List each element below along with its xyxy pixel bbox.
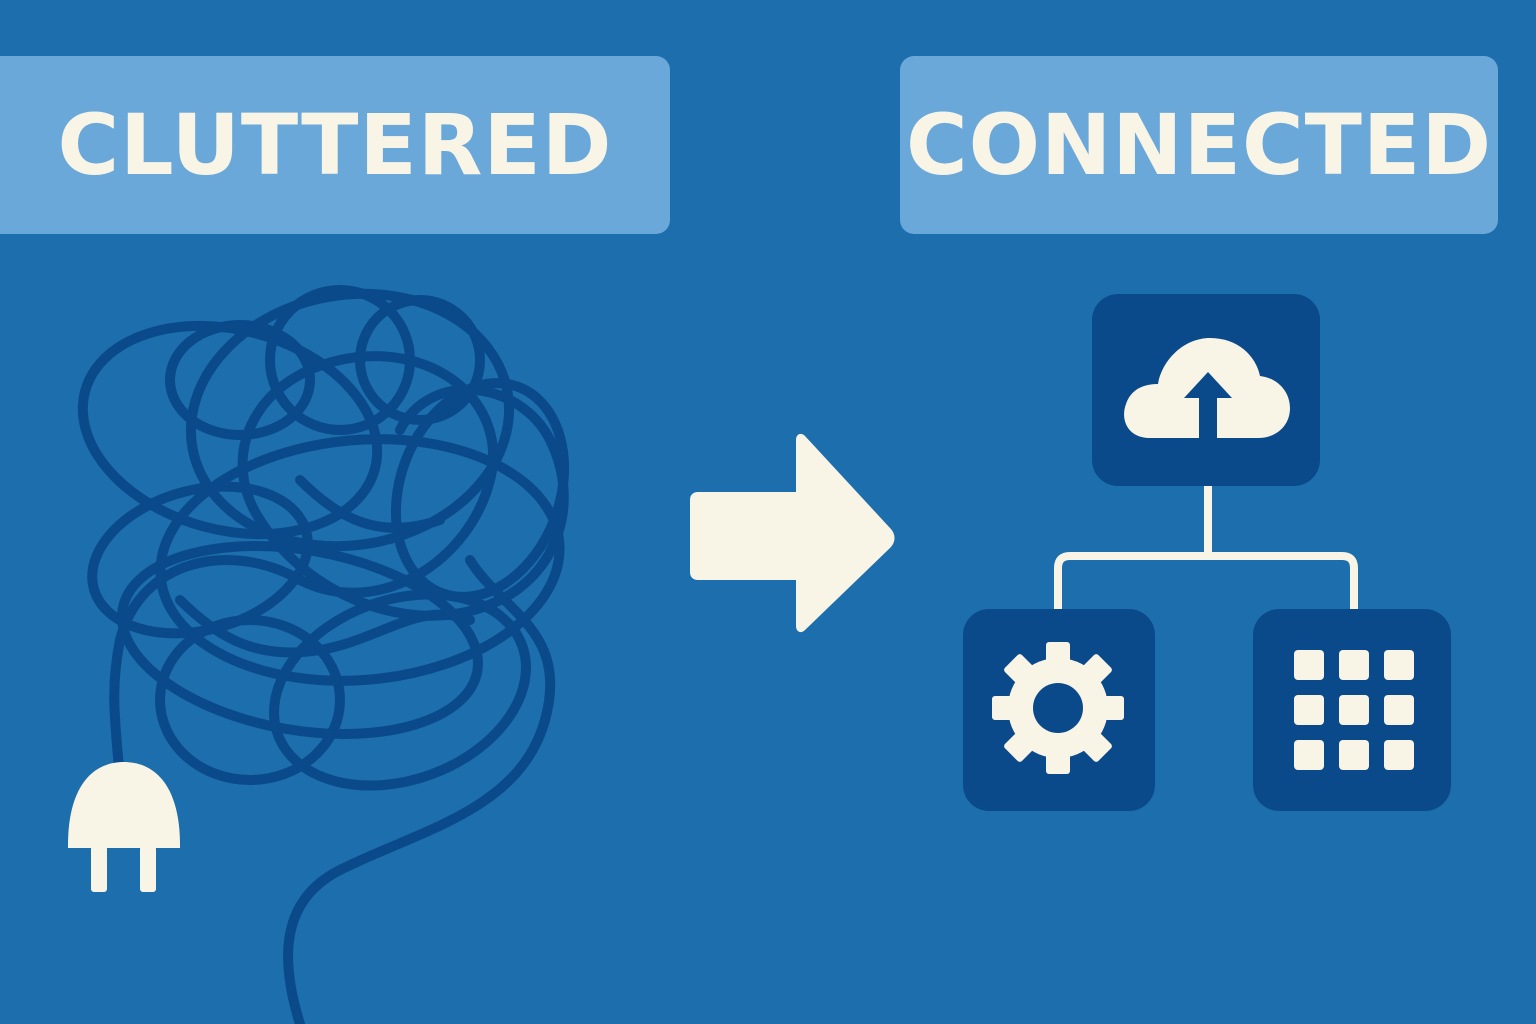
cluttered-label: CLUTTERED — [0, 56, 670, 234]
connected-label: CONNECTED — [900, 56, 1498, 234]
tangled-cable-icon — [77, 285, 570, 1024]
cloud-node — [1092, 294, 1320, 486]
plug-icon — [68, 762, 180, 892]
cluttered-label-text: CLUTTERED — [57, 96, 613, 194]
gear-icon — [992, 642, 1124, 774]
connector-lines — [1054, 486, 1358, 610]
grid-icon — [1294, 650, 1414, 770]
settings-node — [963, 609, 1155, 811]
apps-node — [1253, 609, 1451, 811]
cloud-upload-icon — [1124, 338, 1290, 438]
connected-label-text: CONNECTED — [905, 96, 1493, 194]
